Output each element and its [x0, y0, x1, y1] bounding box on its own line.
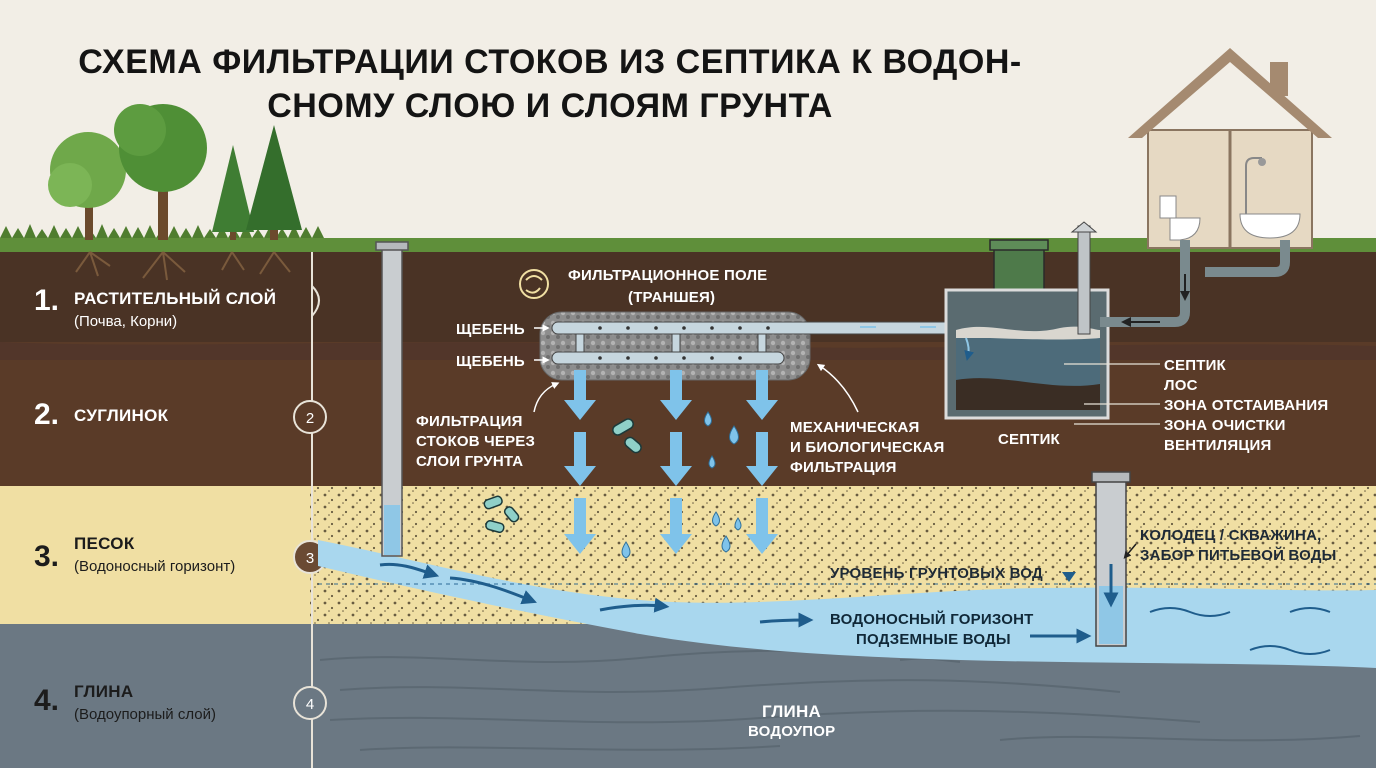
- layer-1-name: РАСТИТЕЛЬНЫЙ СЛОЙ: [74, 289, 277, 308]
- well-callout: [1123, 543, 1137, 559]
- title-line-2: СНОМУ СЛОЮ И СЛОЯМ ГРУНТА: [267, 87, 833, 125]
- layer-3-subtitle: (Водоносный горизонт): [74, 558, 236, 575]
- title-line-1: СХЕМА ФИЛЬТРАЦИИ СТОКОВ ИЗ СЕПТИКА К ВОД…: [78, 43, 1022, 81]
- page-title: СХЕМА ФИЛЬТРАЦИИ СТОКОВ ИЗ СЕПТИКА К ВОД…: [0, 40, 1100, 128]
- groundwater-level-marker: [1062, 572, 1076, 582]
- observation-pipe: [375, 241, 409, 557]
- layer-3-name: ПЕСОК: [74, 534, 135, 553]
- layer-1-subtitle: (Почва, Корни): [74, 313, 178, 330]
- sewer-pipe: [1100, 240, 1290, 327]
- tank-flow-arrow: [964, 337, 975, 361]
- well-label-line-2: ЗАБОР ПИТЬЕВОЙ ВОДЫ: [1140, 547, 1337, 564]
- callout-arrows: [533, 324, 859, 413]
- groundwater-level-label: УРОВЕНЬ ГРУНТОВЫХ ВОД: [830, 565, 1043, 582]
- well-label-line-1: КОЛОДЕЦ / СКВАЖИНА,: [1140, 527, 1322, 544]
- marker-4-text: 4: [306, 696, 314, 713]
- layer-marker-4: 4: [293, 686, 327, 720]
- filtration-left-line-2: СТОКОВ ЧЕРЕЗ: [416, 433, 536, 450]
- water-drop-icons: [621, 411, 742, 559]
- tree-icon: [114, 104, 207, 240]
- clay-label-line-1: ГЛИНА: [762, 702, 821, 721]
- layer-connector: [311, 285, 320, 317]
- field-title-line-2: (ТРАНШЕЯ): [628, 289, 716, 306]
- toilet-icon: [1159, 195, 1201, 241]
- filtration-left-line-3: СЛОИ ГРУНТА: [416, 453, 524, 470]
- filtration-left-line-1: ФИЛЬТРАЦИЯ: [416, 413, 523, 430]
- fir-tree-icon: [246, 125, 302, 240]
- septic-legend-1: СЕПТИК: [1164, 357, 1226, 374]
- layer-3-number: 3.: [34, 540, 60, 573]
- gravel-label-top: ЩЕБЕНЬ: [456, 321, 525, 338]
- layer-2-number: 2.: [34, 398, 60, 431]
- aquifer-label-line-2: ПОДЗЕМНЫЕ ВОДЫ: [856, 631, 1011, 648]
- filtration-right-line-2: И БИОЛОГИЧЕСКАЯ: [790, 439, 945, 456]
- field-title-line-1: ФИЛЬТРАЦИОННОЕ ПОЛЕ: [568, 267, 768, 284]
- clay-label-line-2: ВОДОУПОР: [748, 723, 836, 740]
- septic-legend-2: ЛОС: [1164, 377, 1198, 394]
- layer-1-number: 1.: [34, 284, 60, 317]
- layer-4-name: ГЛИНА: [74, 682, 134, 701]
- marker-3-text: 3: [306, 550, 314, 567]
- tree-icon: [48, 132, 126, 240]
- septic-caption: СЕПТИК: [998, 431, 1060, 448]
- infiltration-arrows: [564, 370, 778, 554]
- distribution-pipe-top: [551, 321, 953, 335]
- layer-4-subtitle: (Водоупорный слой): [74, 706, 216, 723]
- layer-2-name: СУГЛИНОК: [74, 406, 169, 425]
- septic-legend-4: ЗОНА ОЧИСТКИ: [1164, 417, 1286, 434]
- roots-icon: [75, 251, 291, 281]
- aquifer-label-line-1: ВОДОНОСНЫЙ ГОРИЗОНТ: [830, 611, 1034, 628]
- septic-legend-5: ВЕНТИЛЯЦИЯ: [1164, 437, 1272, 454]
- filtration-right-line-3: ФИЛЬТРАЦИЯ: [790, 459, 897, 476]
- recycle-icon: [519, 269, 549, 299]
- bacteria-icon: [483, 418, 642, 534]
- riser-pipes: [575, 333, 767, 353]
- water-flow-arrows: [379, 562, 1092, 644]
- layer-marker-2: 2: [293, 400, 327, 434]
- filtration-right-line-1: МЕХАНИЧЕСКАЯ: [790, 419, 920, 436]
- fir-tree-icon: [212, 145, 254, 240]
- septic-legend-3: ЗОНА ОТСТАИВАНИЯ: [1164, 397, 1329, 414]
- gravel-label-bottom: ЩЕБЕНЬ: [456, 353, 525, 370]
- marker-2-text: 2: [306, 410, 314, 427]
- distribution-pipe-bottom: [551, 351, 785, 365]
- water-waves: [1149, 607, 1331, 655]
- layer-4-number: 4.: [34, 684, 60, 717]
- well: [1091, 471, 1131, 647]
- septic-legend-leaders: [1064, 363, 1160, 425]
- bathtub-icon: [1239, 157, 1301, 239]
